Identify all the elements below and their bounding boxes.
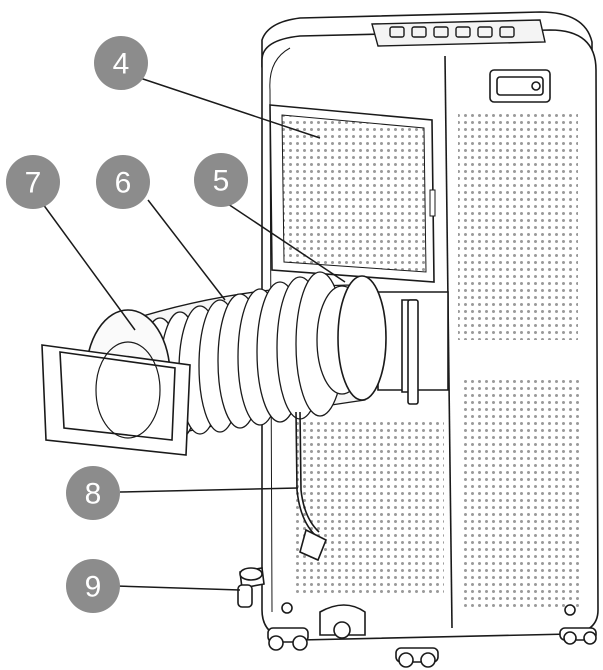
callout-4: 4: [94, 36, 148, 90]
callout-6: 6: [96, 155, 150, 209]
callout-number: 7: [25, 167, 42, 200]
leader-line-7: [39, 199, 136, 331]
leader-line-8: [119, 487, 299, 493]
callout-number: 9: [85, 571, 102, 604]
caster-wheels: [267, 602, 597, 668]
carry-handle: [489, 69, 551, 103]
hose-connector: [337, 275, 387, 401]
callout-number: 6: [115, 167, 132, 200]
leader-line-6: [147, 199, 226, 301]
callout-number: 8: [85, 478, 102, 511]
leader-line-9: [115, 585, 241, 591]
callout-number: 5: [213, 165, 230, 198]
callout-8: 8: [66, 466, 120, 520]
power-cord: [295, 411, 328, 562]
callout-5: 5: [194, 153, 248, 207]
rear-vent-lower: [296, 420, 444, 595]
drain-outlet: [237, 567, 265, 608]
hose-connector-bracket: [377, 291, 449, 405]
callout-number: 4: [113, 48, 130, 81]
side-vent-upper: [458, 110, 578, 340]
rear-filter-panel: [269, 104, 436, 283]
window-adapter: [41, 309, 191, 456]
leader-line-5: [221, 199, 346, 283]
leader-line-4: [139, 77, 321, 139]
side-vent-lower: [460, 378, 582, 608]
callout-7: 7: [6, 155, 60, 209]
callout-9: 9: [66, 559, 120, 613]
leader-lines: [39, 77, 346, 591]
control-panel: [371, 19, 546, 47]
